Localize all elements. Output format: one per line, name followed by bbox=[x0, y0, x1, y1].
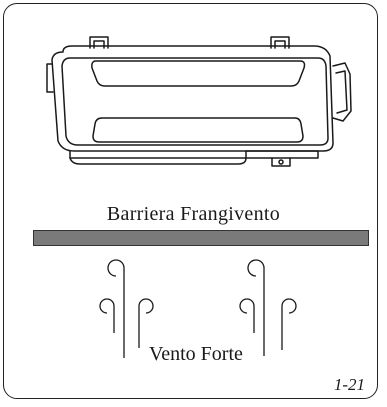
windbreak-barrier bbox=[33, 230, 369, 246]
wind-swirl-icon bbox=[239, 259, 297, 356]
wind-label: Vento Forte bbox=[148, 343, 244, 366]
wind-swirl-icon bbox=[99, 259, 154, 358]
projector-device-icon bbox=[46, 36, 352, 167]
figure-frame bbox=[3, 3, 378, 399]
barrier-label: Barriera Frangivento bbox=[106, 203, 281, 225]
page-number: 1-21 bbox=[333, 375, 365, 394]
